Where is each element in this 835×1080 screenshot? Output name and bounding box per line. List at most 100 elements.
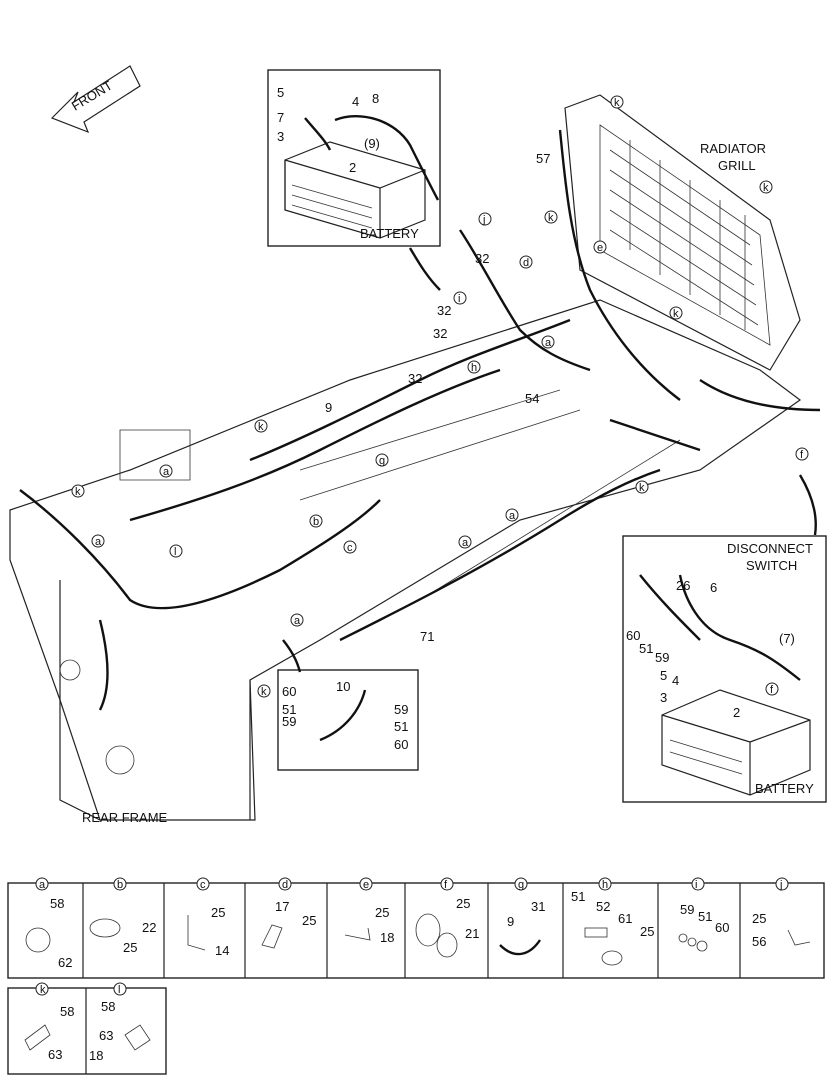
legend-part: 58 xyxy=(60,1004,74,1019)
part-label: 71 xyxy=(420,629,434,644)
disconnect-part-label: 51 xyxy=(639,641,653,656)
legend-letter-d: d xyxy=(282,879,288,891)
cable-part-label: 51 xyxy=(282,702,296,717)
callout-letter: a xyxy=(545,337,552,349)
disconnect-part-label: 4 xyxy=(672,673,679,688)
legend-letter-l: l xyxy=(118,984,120,996)
legend-part: 22 xyxy=(142,920,156,935)
legend-row-1: a 58 62 b 22 25 c 25 14 d 17 25 e 25 18 … xyxy=(7,877,825,979)
cable-part-label: 51 xyxy=(394,719,408,734)
cable-part-label: 60 xyxy=(394,737,408,752)
legend-letter-b: b xyxy=(117,879,123,891)
pointer-arc xyxy=(282,639,302,673)
legend-letter-a: a xyxy=(39,879,46,891)
legend-part: 18 xyxy=(89,1048,103,1063)
disconnect-part-label: 26 xyxy=(676,578,690,593)
legend-part: 63 xyxy=(99,1028,113,1043)
legend-part: 25 xyxy=(211,905,225,920)
callout-letter: k xyxy=(75,486,81,498)
legend-part: 56 xyxy=(752,934,766,949)
cable-part-label: 59 xyxy=(282,714,296,729)
disconnect-part-label: 6 xyxy=(710,580,717,595)
legend-letter-k: k xyxy=(40,984,46,996)
legend-part: 63 xyxy=(48,1047,62,1062)
callout-letter: a xyxy=(163,466,170,478)
callout-letter: i xyxy=(458,293,460,305)
rear-frame-label: REAR FRAME xyxy=(82,810,168,825)
callouts: k k k e d j k i h a b c f g l a a a a a … xyxy=(71,95,809,698)
legend-part: 51 xyxy=(571,889,585,904)
front-label: FRONT xyxy=(69,78,115,114)
cable-part-label: 59 xyxy=(394,702,408,717)
legend-part: 25 xyxy=(123,940,137,955)
callout-letter: k xyxy=(548,212,554,224)
pointer-arc xyxy=(408,247,441,291)
legend-part: 25 xyxy=(302,913,316,928)
legend-letter-f: f xyxy=(444,879,448,891)
part-label: 9 xyxy=(325,400,332,415)
legend-letter-g: g xyxy=(518,879,524,891)
harness-lines xyxy=(19,129,821,711)
disconnect-part-label: (7) xyxy=(779,631,795,646)
battery-part-label: 3 xyxy=(277,129,284,144)
disconnect-part-label: 2 xyxy=(733,705,740,720)
callout-letter: l xyxy=(174,546,176,558)
part-label: 32 xyxy=(433,326,447,341)
callout-letter: b xyxy=(313,516,319,528)
callout-letter: k xyxy=(763,182,769,194)
callout-letter: k xyxy=(639,482,645,494)
legend-letter-j: j xyxy=(779,879,782,891)
callout-letter: a xyxy=(509,510,516,522)
callout-letter: k xyxy=(258,421,264,433)
legend-letter-i: i xyxy=(695,879,697,891)
radiator-label-2: GRILL xyxy=(718,158,756,173)
pointer-arc xyxy=(798,474,817,536)
callout-letter: g xyxy=(379,455,385,467)
disconnect-inset: DISCONNECT SWITCH 26 6 60 51 59 (7) 5 4 … xyxy=(622,535,827,803)
legend-part: 59 xyxy=(680,902,694,917)
front-arrow: FRONT xyxy=(50,65,141,134)
battery-label-top: BATTERY xyxy=(360,226,419,241)
callout-letter: f xyxy=(800,449,804,461)
radiator-grill: RADIATOR GRILL xyxy=(564,94,801,371)
disconnect-part-label: 60 xyxy=(626,628,640,643)
battery-part-label: 2 xyxy=(349,160,356,175)
callout-letter: a xyxy=(462,537,469,549)
disconnect-label-2: SWITCH xyxy=(746,558,797,573)
part-label: 54 xyxy=(525,391,539,406)
legend-part: 25 xyxy=(456,896,470,911)
battery-label-bottom: BATTERY xyxy=(755,781,814,796)
callout-letter: f xyxy=(770,684,774,696)
disconnect-part-label: 5 xyxy=(660,668,667,683)
radiator-label-1: RADIATOR xyxy=(700,141,766,156)
callout-letter: c xyxy=(347,542,353,554)
disconnect-part-label: 59 xyxy=(655,650,669,665)
legend-part: 61 xyxy=(618,911,632,926)
part-label: 57 xyxy=(536,151,550,166)
legend-part: 52 xyxy=(596,899,610,914)
part-label: 32 xyxy=(437,303,451,318)
part-label: 32 xyxy=(475,251,489,266)
legend-part: 58 xyxy=(50,896,64,911)
callout-letter: e xyxy=(597,242,603,254)
cable-part-label: 60 xyxy=(282,684,296,699)
disconnect-part-label: 3 xyxy=(660,690,667,705)
callout-letter: d xyxy=(523,257,529,269)
battery-part-label: 8 xyxy=(372,91,379,106)
legend-part: 14 xyxy=(215,943,229,958)
battery-part-label: 7 xyxy=(277,110,284,125)
legend-part: 51 xyxy=(698,909,712,924)
legend-part: 62 xyxy=(58,955,72,970)
part-label: 32 xyxy=(408,371,422,386)
legend-row-2: k 58 63 l 58 63 18 xyxy=(7,982,167,1075)
legend-part: 31 xyxy=(531,899,545,914)
legend-part: 58 xyxy=(101,999,115,1014)
cable-part-label: 10 xyxy=(336,679,350,694)
battery-part-label: 4 xyxy=(352,94,359,109)
cable-inset: 60 10 51 59 59 51 60 xyxy=(277,669,419,771)
legend-part: 17 xyxy=(275,899,289,914)
legend-part: 25 xyxy=(752,911,766,926)
legend-part: 9 xyxy=(507,914,514,929)
callout-letter: k xyxy=(673,308,679,320)
